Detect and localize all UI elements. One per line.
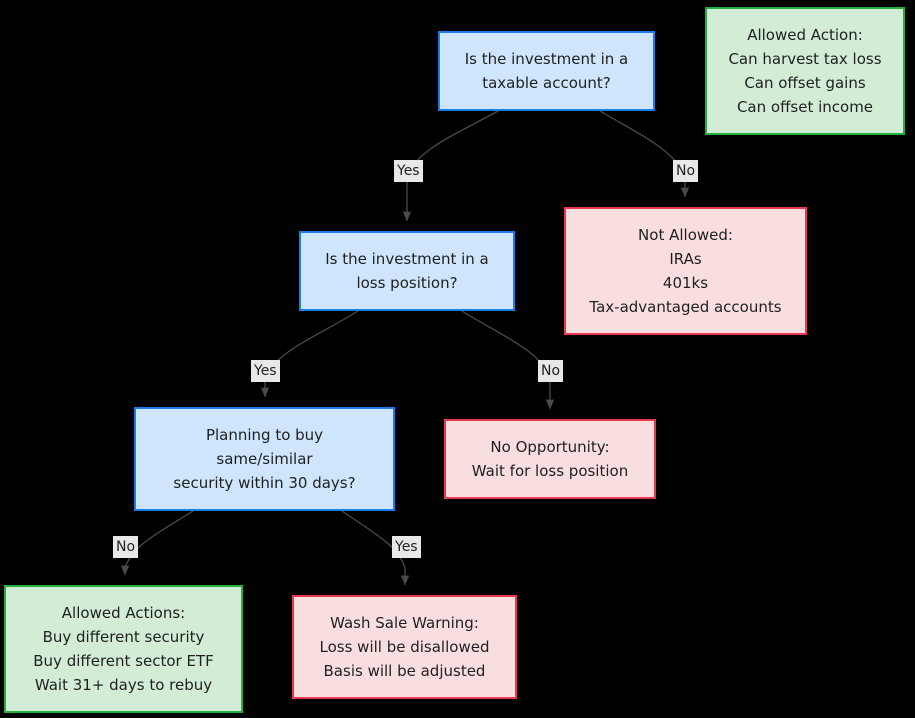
- node-wash-sale-warning[interactable]: Wash Sale Warning: Loss will be disallowe…: [292, 595, 517, 699]
- node-no-opportunity[interactable]: No Opportunity: Wait for loss position: [444, 419, 656, 499]
- node-wash-sale-warning-line: Wash Sale Warning:: [330, 614, 479, 632]
- node-not-allowed-line: Tax-advantaged accounts: [589, 298, 782, 316]
- node-allowed-action-note-line: Allowed Action:: [747, 26, 863, 44]
- node-allowed-actions-line: Buy different security: [42, 628, 205, 646]
- node-q-buy-similar-line: Planning to buy: [205, 426, 324, 444]
- edge-paths: [120, 110, 690, 586]
- edge-e3: [260, 310, 359, 398]
- node-allowed-action-note-line: Can harvest tax loss: [728, 50, 882, 68]
- node-allowed-action-note-line: Can offset gains: [744, 74, 866, 92]
- edge-label-e3: Yes: [251, 360, 280, 382]
- node-wash-sale-warning-line: Basis will be adjusted: [323, 662, 486, 680]
- node-allowed-actions-line: Allowed Actions:: [61, 604, 186, 622]
- edge-label-e6: Yes: [392, 536, 421, 558]
- node-no-opportunity-line: Wait for loss position: [471, 462, 629, 480]
- edge-label-e4: No: [538, 360, 564, 382]
- node-q-taxable-line: taxable account?: [482, 74, 611, 92]
- node-not-allowed-line: Not Allowed:: [638, 226, 733, 244]
- node-wash-sale-warning-line: Loss will be disallowed: [319, 638, 490, 656]
- node-allowed-action-note-line: Can offset income: [736, 98, 874, 116]
- edge-label-e1: Yes: [394, 160, 423, 182]
- edge-e2: [599, 110, 690, 198]
- edge-label-e2: No: [673, 160, 699, 182]
- edge-label-e5: No: [113, 536, 139, 558]
- node-allowed-actions-line: Wait 31+ days to rebuy: [34, 676, 213, 694]
- node-q-taxable-line: Is the investment in a: [464, 50, 629, 68]
- node-q-loss-position[interactable]: Is the investment in a loss position?: [299, 231, 515, 311]
- node-allowed-actions-line: Buy different sector ETF: [33, 652, 214, 670]
- node-q-loss-position-line: loss position?: [356, 274, 458, 292]
- node-not-allowed-line: 401ks: [662, 274, 709, 292]
- node-q-taxable[interactable]: Is the investment in a taxable account?: [438, 31, 655, 111]
- node-q-buy-similar[interactable]: Planning to buy same/similar security with…: [134, 407, 395, 511]
- node-q-loss-position-line: Is the investment in a: [325, 250, 489, 268]
- node-q-buy-similar-line: security within 30 days?: [173, 474, 356, 492]
- node-q-buy-similar-line: same/similar: [216, 450, 313, 468]
- node-no-opportunity-line: No Opportunity:: [490, 438, 610, 456]
- node-not-allowed-line: IRAs: [669, 250, 702, 268]
- edge-e4: [461, 310, 555, 410]
